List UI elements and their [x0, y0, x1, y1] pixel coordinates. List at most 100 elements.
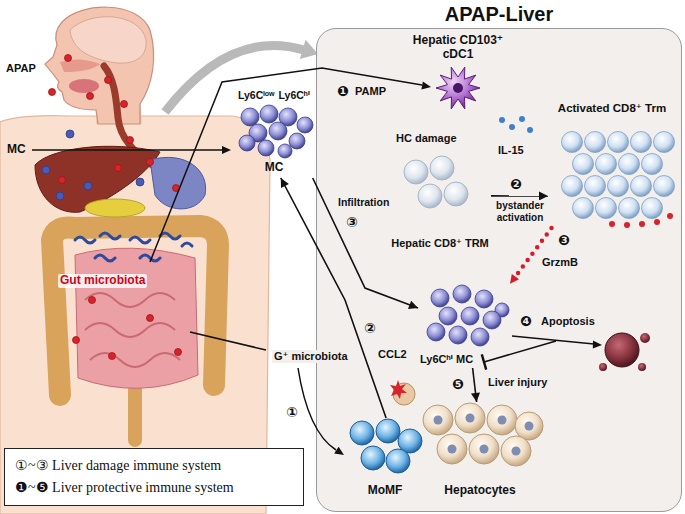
dendritic-cell-icon	[436, 67, 480, 109]
resting-trm-icons	[418, 184, 442, 208]
organ-label-holder: Gut microbiota	[58, 274, 147, 288]
cytokine-label-holder: IL-15	[496, 144, 526, 157]
callout-number: ❹	[518, 313, 534, 329]
activated-trm-icons	[585, 176, 606, 197]
activated-trm-icons	[654, 132, 675, 153]
text-row: Ly6Cˡᵒʷ Ly6Cʰⁱ	[234, 89, 314, 101]
circulating-monocytes	[42, 130, 144, 200]
edge-label-holder: GrzmB	[540, 256, 580, 269]
text-row: MC	[234, 161, 314, 175]
gut-microbiota	[130, 237, 150, 243]
activated-trm-icons	[642, 154, 663, 175]
hepatocyte-icons	[466, 414, 475, 423]
activated-trm-icons	[596, 154, 617, 175]
inhibition-line	[484, 341, 556, 362]
dendritic-cell: Hepatic CD103⁺ cDC1	[404, 32, 512, 112]
head	[69, 79, 99, 93]
apap-particles	[65, 55, 72, 62]
head	[70, 17, 146, 63]
hepatocyte-icons	[434, 416, 443, 425]
apap-particles	[73, 337, 80, 344]
il15-particles	[499, 117, 505, 123]
apoptotic-cell	[599, 333, 650, 371]
connector-line	[313, 178, 418, 308]
monocyte-cells	[241, 108, 259, 126]
pamp-arrow	[150, 68, 422, 262]
monocyte-cells	[289, 133, 305, 149]
monocyte-cells	[297, 117, 313, 133]
macrophage-icons	[350, 421, 374, 445]
gut-microbiota	[182, 243, 192, 246]
apap-particles	[49, 89, 56, 96]
hepatocyte-icons	[448, 445, 457, 454]
hepatocyte-icons	[423, 403, 543, 466]
drug-label-holder: APAP	[4, 62, 38, 75]
cell-label: Ly6Cˡᵒʷ	[238, 89, 275, 101]
panel-title: APAP-Liver	[445, 3, 554, 26]
apap-particles	[105, 77, 112, 84]
gut-microbiota	[160, 233, 180, 239]
apoptotic-cell	[605, 333, 639, 367]
callout-number: ①	[284, 404, 300, 420]
callout-number-holder: ①	[284, 404, 300, 420]
legend-box: ①~③ Liver damage immune system❶~❺ Liver …	[4, 448, 304, 506]
hepatocyte-icons	[423, 403, 543, 466]
activated-trm-icons	[596, 198, 617, 219]
monocyte-cells	[258, 140, 274, 156]
process-label: Apoptosis	[539, 315, 597, 328]
damaged-hepatocyte	[390, 380, 415, 405]
pamp-arrow	[150, 68, 431, 262]
ly6chi-monocyte-cells	[483, 311, 501, 329]
hepatocyte-icons	[498, 416, 507, 425]
apap-particles	[59, 177, 66, 184]
activated-trm-icons	[573, 198, 594, 219]
colon	[128, 390, 142, 440]
monocyte-cells	[269, 122, 287, 140]
cell-label: Ly6Cʰⁱ	[279, 89, 310, 101]
mc-arrow	[222, 146, 231, 154]
edge-label-holder: Liver injury	[486, 376, 549, 389]
event-label-holder: HC damage	[394, 132, 459, 145]
edge-label: Liver injury	[486, 376, 549, 389]
activated-trm-icons	[573, 154, 594, 175]
activated-trm-icons	[619, 154, 640, 175]
dendritic-cell-icon	[436, 67, 480, 109]
gallbladder	[85, 199, 145, 217]
hepatocyte-icons	[480, 445, 489, 454]
circulating-monocytes	[84, 182, 92, 190]
circulating-monocytes	[56, 192, 64, 200]
ly6chi-monocyte-cells	[453, 285, 471, 303]
gut-microbiota	[75, 237, 95, 243]
activated-trm-icons	[608, 132, 629, 153]
callout-number: ❷	[508, 176, 524, 192]
gut-microbiota	[75, 233, 192, 261]
connector	[281, 178, 386, 418]
apoptosis-arrow	[512, 336, 602, 349]
text-row: Hepatic CD8⁺ TRM	[391, 237, 489, 250]
cell-label: Hepatic CD8⁺ TRM	[391, 237, 489, 250]
apap-particles	[175, 349, 182, 356]
ly6chi-monocyte-cells	[461, 307, 479, 325]
edge-label: bystander activation	[492, 200, 548, 223]
apap-particles	[127, 137, 134, 144]
circulating-monocytes	[66, 130, 74, 138]
granzyme-dots	[654, 219, 660, 225]
apoptotic-cell	[638, 363, 646, 371]
hepatocyte-icons	[512, 447, 521, 456]
callout-number-holder: ③	[344, 214, 360, 230]
callout-number-holder: ❺	[450, 376, 466, 392]
event-label: HC damage	[394, 132, 459, 145]
callout-number: ❶	[335, 83, 351, 99]
il15-particles	[527, 127, 533, 133]
arrow-head	[471, 393, 480, 403]
edge-label: GrzmB	[540, 256, 580, 269]
stomach	[150, 157, 206, 209]
drug-label: APAP	[4, 62, 38, 75]
monocyte-cells	[278, 144, 292, 158]
apap-particles	[49, 55, 182, 360]
hepatocyte-icons	[487, 405, 517, 435]
callout-number-holder: ❷	[508, 176, 524, 192]
callout-number: ❺	[450, 376, 466, 392]
hepatocyte-icons	[434, 414, 534, 456]
